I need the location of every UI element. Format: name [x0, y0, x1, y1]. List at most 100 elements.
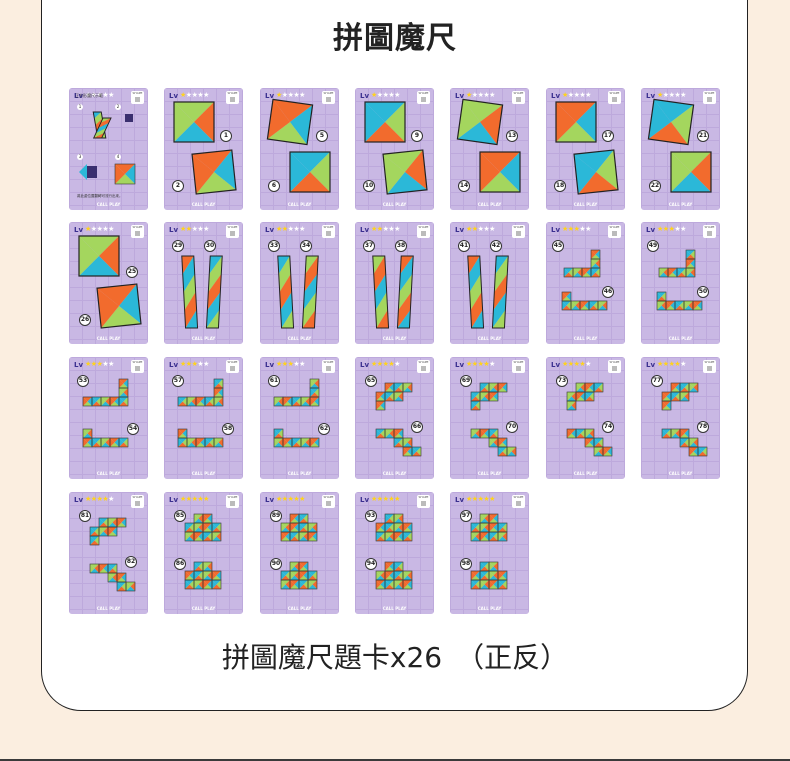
level-label: Lv: [455, 226, 465, 234]
star-icon: ★: [477, 91, 484, 99]
star-icon: ★: [388, 495, 395, 503]
star-icon: ★: [567, 225, 574, 233]
shape-badge: SHAPE: [226, 360, 239, 373]
star-rating: ★★★★★: [85, 495, 114, 503]
puzzle-number: 54: [127, 423, 139, 435]
puzzle-figure: [470, 513, 508, 590]
star-rating: ★★★★★: [180, 495, 209, 503]
card-footer: CALL PLAY: [96, 471, 121, 476]
puzzle-number: 89: [270, 510, 282, 522]
shape-badge: SHAPE: [512, 360, 525, 373]
star-icon: ★: [276, 360, 282, 368]
puzzle-number: 57: [172, 375, 184, 387]
card-footer: CALL PLAY: [287, 336, 312, 341]
puzzle-figure: [78, 235, 142, 329]
puzzle-number: 50: [697, 286, 709, 298]
star-icon: ★: [281, 495, 288, 503]
puzzle-number: 93: [365, 510, 377, 522]
puzzle-figure: [266, 98, 331, 193]
star-icon: ★: [90, 91, 97, 99]
star-rating: ★★★★★: [466, 225, 495, 233]
level-label: Lv: [169, 226, 179, 234]
caption: 拼圖魔尺題卡x26 （正反）: [221, 641, 569, 674]
star-icon: ★: [680, 360, 686, 368]
level-label: Lv: [360, 226, 370, 234]
star-icon: ★: [585, 91, 591, 99]
step-number: 3: [77, 154, 83, 160]
star-icon: ★: [466, 360, 472, 368]
star-icon: ★: [567, 91, 574, 99]
star-rating: ★★★★★: [657, 360, 686, 368]
star-icon: ★: [299, 495, 305, 503]
puzzle-figure: [375, 513, 413, 590]
puzzle-number: 45: [552, 240, 564, 252]
star-icon: ★: [90, 360, 97, 368]
star-icon: ★: [299, 360, 305, 368]
puzzle-number: 38: [395, 240, 407, 252]
puzzle-number: 69: [460, 375, 472, 387]
puzzle-number: 81: [79, 510, 91, 522]
card-footer: CALL PLAY: [477, 471, 502, 476]
star-icon: ★: [680, 225, 686, 233]
star-icon: ★: [197, 495, 204, 503]
puzzle-figure: [561, 249, 608, 311]
level-label: Lv: [360, 92, 370, 100]
star-icon: ★: [483, 360, 490, 368]
card-footer: CALL PLAY: [96, 336, 121, 341]
star-icon: ★: [376, 360, 383, 368]
star-icon: ★: [102, 360, 109, 368]
star-icon: ★: [276, 91, 282, 99]
card-footer: CALL PLAY: [96, 606, 121, 611]
step-number: 4: [115, 154, 121, 160]
star-icon: ★: [657, 91, 663, 99]
star-icon: ★: [96, 495, 103, 503]
star-rating: ★★★★★: [180, 225, 209, 233]
level-label: Lv: [265, 361, 275, 369]
card-footer: CALL PLAY: [573, 471, 598, 476]
star-icon: ★: [668, 225, 675, 233]
instruction-note: 將此處位置翻轉可流行出來。: [77, 194, 123, 198]
star-icon: ★: [371, 225, 377, 233]
puzzle-number: 74: [602, 421, 614, 433]
star-rating: ★★★★★: [85, 360, 114, 368]
star-rating: ★★★★★: [276, 360, 305, 368]
puzzle-number: 97: [460, 510, 472, 522]
shape-badge: SHAPE: [512, 91, 525, 104]
star-icon: ★: [371, 360, 377, 368]
level-label: Lv: [74, 92, 84, 100]
star-icon: ★: [466, 91, 472, 99]
star-icon: ★: [674, 225, 681, 233]
star-icon: ★: [674, 91, 681, 99]
level-label: Lv: [265, 496, 275, 504]
shape-badge: SHAPE: [131, 495, 144, 508]
level-label: Lv: [169, 496, 179, 504]
puzzle-figure: [79, 111, 136, 185]
puzzle-number: 78: [697, 421, 709, 433]
star-icon: ★: [471, 91, 478, 99]
card-footer: CALL PLAY: [477, 606, 502, 611]
star-icon: ★: [466, 225, 472, 233]
star-icon: ★: [471, 360, 478, 368]
puzzle-number: 86: [174, 558, 186, 570]
star-icon: ★: [276, 495, 282, 503]
star-icon: ★: [180, 495, 186, 503]
star-rating: ★★★★★: [371, 495, 400, 503]
level-label: Lv: [360, 361, 370, 369]
star-icon: ★: [108, 91, 114, 99]
star-rating: ★★★★★: [180, 91, 209, 99]
puzzle-number: 37: [363, 240, 375, 252]
star-rating: ★★★★★: [657, 91, 686, 99]
shape-badge: SHAPE: [131, 225, 144, 238]
puzzle-figure: [566, 382, 613, 457]
puzzle-figure: [456, 98, 521, 193]
star-icon: ★: [90, 495, 97, 503]
card-footer: CALL PLAY: [382, 202, 407, 207]
star-icon: ★: [299, 91, 305, 99]
